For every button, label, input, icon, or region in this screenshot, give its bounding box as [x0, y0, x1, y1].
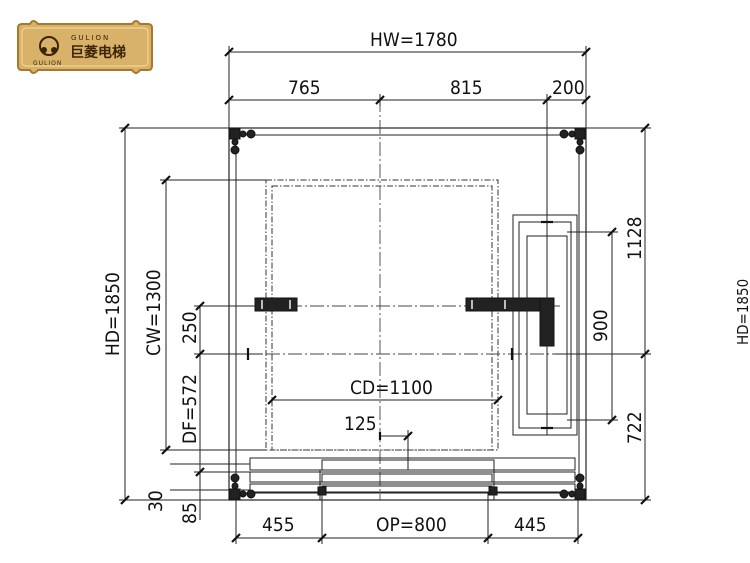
dimension-labels: HW=1780 765 815 200 HD=1850 CW=1300 250 …	[102, 29, 750, 536]
shaft-walls	[228, 127, 587, 501]
logo-badge-shape	[17, 20, 153, 74]
counterweight-frame	[512, 214, 578, 436]
corner-column-bottom-right	[559, 473, 586, 500]
car-guide-rail-left	[254, 297, 298, 312]
label-top-left: 765	[288, 77, 321, 99]
logo-emblem-icon	[39, 36, 59, 56]
label-op: OP=800	[376, 514, 447, 536]
gulion-logo: GULION 巨菱电梯 GULION	[17, 20, 153, 74]
label-cw: CW=1300	[143, 269, 165, 356]
corner-column-bottom-left	[229, 473, 256, 500]
label-bottom-left: 455	[262, 514, 295, 536]
label-right-bottom: 722	[624, 411, 646, 444]
label-door-125: 125	[344, 413, 377, 435]
dimension-ticks	[120, 47, 650, 543]
elevator-car-outline	[265, 179, 499, 451]
label-right-top: 1128	[624, 217, 646, 261]
label-30: 30	[145, 490, 167, 512]
label-cut-edge: HD=1850	[734, 279, 750, 345]
label-right-mid: 900	[590, 309, 612, 342]
logo-brand-en-top: GULION	[71, 34, 110, 42]
corner-column-top-left	[229, 128, 256, 155]
label-cd: CD=1100	[350, 377, 433, 399]
logo-brand-en-bottom: GULION	[33, 60, 62, 67]
label-hw: HW=1780	[370, 29, 458, 51]
label-top-right: 200	[552, 77, 585, 99]
door-sill-assembly	[249, 457, 576, 500]
label-top-mid: 815	[450, 77, 483, 99]
dimension-lines	[119, 46, 651, 544]
corner-column-top-right	[559, 128, 586, 155]
label-85: 85	[179, 502, 201, 524]
label-bottom-right: 445	[514, 514, 547, 536]
label-250: 250	[179, 311, 201, 344]
label-hd: HD=1850	[102, 272, 124, 356]
logo-brand-cn: 巨菱电梯	[70, 44, 126, 61]
label-df: DF=572	[179, 374, 201, 444]
car-guide-rail-right	[465, 297, 555, 347]
